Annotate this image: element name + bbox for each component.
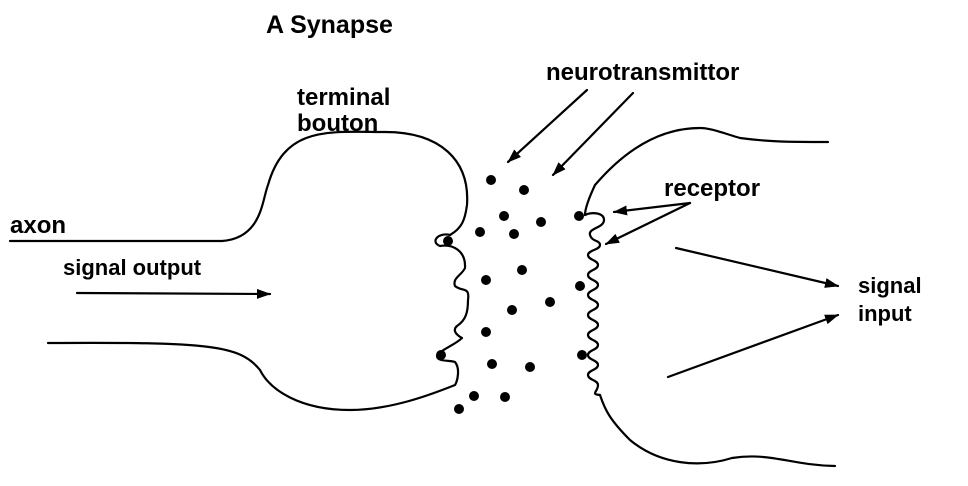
axon-label: axon: [10, 212, 66, 239]
diagram-title: A Synapse: [266, 11, 393, 39]
neurotransmitter-dot: [509, 229, 519, 239]
neurotransmitter-dot: [454, 404, 464, 414]
neurotransmitter-dot: [525, 362, 535, 372]
receptor-membrane: [585, 213, 604, 395]
neurotransmitter-dot: [499, 211, 509, 221]
neurotransmitter-dot: [443, 236, 453, 246]
neurotransmitter-dot: [507, 305, 517, 315]
neurotransmitter-dot: [469, 391, 479, 401]
signal-input-arrow-lower: [668, 315, 838, 377]
terminal-bouton-label-line1: terminal: [297, 84, 390, 111]
neurotransmitter-dot: [536, 217, 546, 227]
neurotransmitter-dot: [500, 392, 510, 402]
neurotransmitter-dot: [487, 359, 497, 369]
neurotransmitter-dot: [517, 265, 527, 275]
signal-input-arrow-upper: [676, 248, 838, 286]
neurotransmitter-dot: [519, 185, 529, 195]
signal-input-label-line1: signal: [858, 273, 922, 298]
receptor-label: receptor: [664, 175, 760, 202]
receptor-arrow-2: [606, 203, 690, 244]
neurotransmitter-dot: [575, 281, 585, 291]
neurotransmitter-molecules: [436, 175, 587, 414]
neurotransmitter-arrow-2: [553, 93, 633, 175]
neurotransmitter-dot: [577, 350, 587, 360]
signal-input-label-line2: input: [858, 301, 912, 326]
neurotransmitter-dot: [486, 175, 496, 185]
terminal-bouton-label-line2: bouton: [297, 110, 378, 137]
signal-output-label: signal output: [63, 255, 202, 280]
neurotransmitter-dot: [436, 350, 446, 360]
neurotransmitter-dot: [481, 275, 491, 285]
postsynaptic-outline-bottom: [600, 395, 835, 466]
signal-output-arrow: [77, 293, 270, 294]
neurotransmitter-dot: [574, 211, 584, 221]
neurotransmitter-dot: [481, 327, 491, 337]
neurotransmitter-dot: [545, 297, 555, 307]
neurotransmitter-dot: [475, 227, 485, 237]
neurotransmitter-label: neurotransmittor: [546, 59, 739, 86]
